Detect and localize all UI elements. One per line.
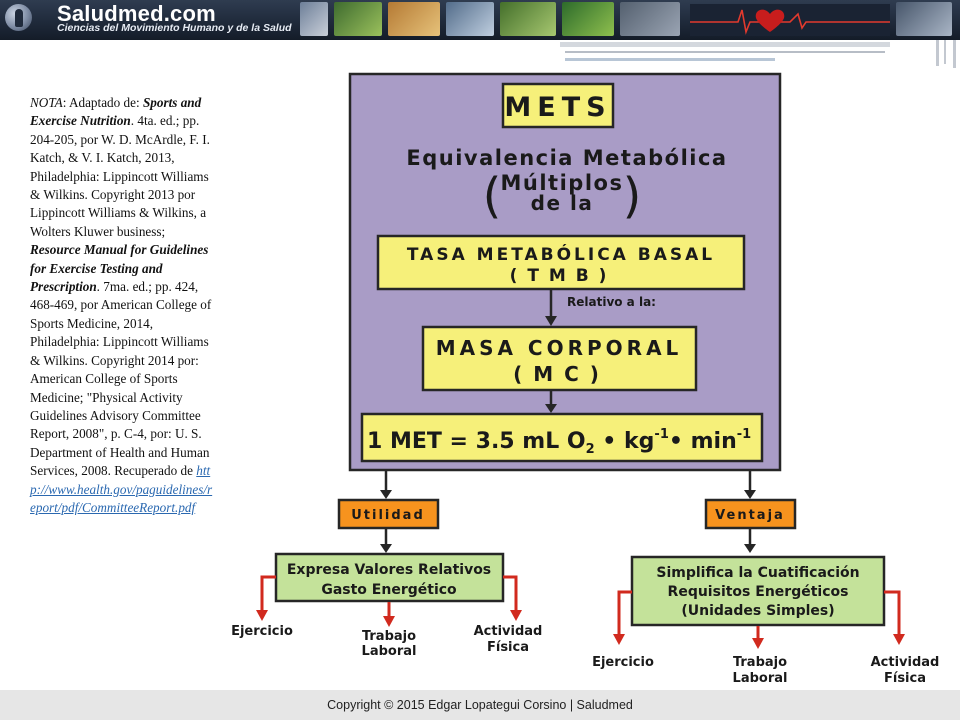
banner-photo <box>300 2 328 36</box>
utilidad-actividad-l1: Actividad <box>474 624 543 639</box>
utilidad-actividad-l2: Física <box>487 640 529 655</box>
formula: 1 MET = 3.5 mL O2 • kg-1• min-1 <box>367 427 751 457</box>
arrowhead <box>545 404 557 413</box>
ventaja-actividad-l2: Física <box>884 671 926 686</box>
note-label: NOTA <box>30 95 63 110</box>
banner-photo <box>562 2 614 36</box>
utilidad-ejercicio: Ejercicio <box>231 624 293 639</box>
logo-icon <box>5 4 32 31</box>
ventaja-box <box>704 498 797 530</box>
paren-left: ( <box>483 168 502 224</box>
decorative-line <box>953 40 956 68</box>
decorative-line <box>936 40 939 66</box>
arrowhead <box>545 316 557 326</box>
source-link[interactable]: http://www.health.gov/paguidelines/repor… <box>30 463 213 515</box>
arrowhead <box>744 544 756 553</box>
ventaja-detail-box <box>630 555 886 627</box>
note-text: . 7ma. ed.; pp. 424, 468-469, por Americ… <box>30 279 212 479</box>
ventaja-label: Ventaja <box>715 508 785 523</box>
relativo-label: Relativo a la: <box>567 295 656 309</box>
note-book-title: Sports and Exercise Nutrition <box>30 95 202 129</box>
source-note: NOTA: Adaptado de: Sports and Exercise N… <box>30 94 213 517</box>
formula-box <box>360 412 764 463</box>
ventaja-arrowheads <box>613 634 905 649</box>
equivalencia-label: Equivalencia Metabólica <box>406 146 727 170</box>
note-text: . 4ta. ed.; pp. 204-205, por W. D. McArd… <box>30 113 210 239</box>
banner-photo <box>620 2 680 36</box>
decorative-line <box>565 51 885 53</box>
ventaja-detail-l2: Requisitos Energéticos <box>668 584 849 600</box>
header-banner: Saludmed.com Ciencias del Movimiento Hum… <box>0 0 960 40</box>
mets-box <box>501 82 615 129</box>
banner-photo <box>388 2 440 36</box>
utilidad-box <box>337 498 440 530</box>
utilidad-arrowheads <box>256 610 522 627</box>
tmb-abbrev: ( T M B ) <box>510 266 609 286</box>
note-text: : Adaptado de: <box>62 95 143 110</box>
tmb-box <box>376 234 746 291</box>
utilidad-trabajo-l2: Laboral <box>362 644 417 659</box>
ventaja-actividad-l1: Actividad <box>871 655 940 670</box>
utilidad-detail-l2: Gasto Energético <box>321 582 457 598</box>
ecg-heart-icon <box>690 4 890 36</box>
banner-photo <box>500 2 556 36</box>
dela-label: de la <box>531 191 594 215</box>
decorative-line <box>560 42 890 47</box>
banner-photo <box>334 2 382 36</box>
ventaja-trabajo-l1: Trabajo <box>733 655 787 670</box>
decorative-line <box>944 40 946 64</box>
utilidad-detail-box <box>274 552 505 603</box>
ventaja-detail-l3: (Unidades Simples) <box>681 603 834 619</box>
site-brand[interactable]: Saludmed.com <box>57 1 216 26</box>
site-tagline: Ciencias del Movimiento Humano y de la S… <box>57 22 292 34</box>
mc-label: MASA CORPORAL <box>436 336 683 360</box>
ventaja-detail-l1: Simplifica la Cuatificación <box>656 565 859 581</box>
ventaja-ejercicio: Ejercicio <box>592 655 654 670</box>
arrowhead <box>380 544 392 553</box>
arrowhead <box>744 490 756 499</box>
banner-photo <box>446 2 494 36</box>
mc-abbrev: ( M C ) <box>513 362 601 386</box>
note-book-title: Resource Manual for Guidelines for Exerc… <box>30 242 209 295</box>
multiplos-label: Múltiplos <box>501 171 624 195</box>
paren-right: ) <box>623 168 642 224</box>
tmb-label: TASA METABÓLICA BASAL <box>407 243 715 265</box>
arrowhead <box>380 490 392 499</box>
ventaja-trabajo-l2: Laboral <box>733 671 788 686</box>
utilidad-trabajo-l1: Trabajo <box>362 629 416 644</box>
mc-box <box>421 325 698 392</box>
utilidad-detail-l1: Expresa Valores Relativos <box>287 562 491 578</box>
banner-photo <box>896 2 952 36</box>
mets-label: METS <box>504 92 611 123</box>
decorative-line <box>565 58 775 61</box>
footer-copyright: Copyright © 2015 Edgar Lopategui Corsino… <box>0 690 960 720</box>
utilidad-label: Utilidad <box>351 508 425 523</box>
